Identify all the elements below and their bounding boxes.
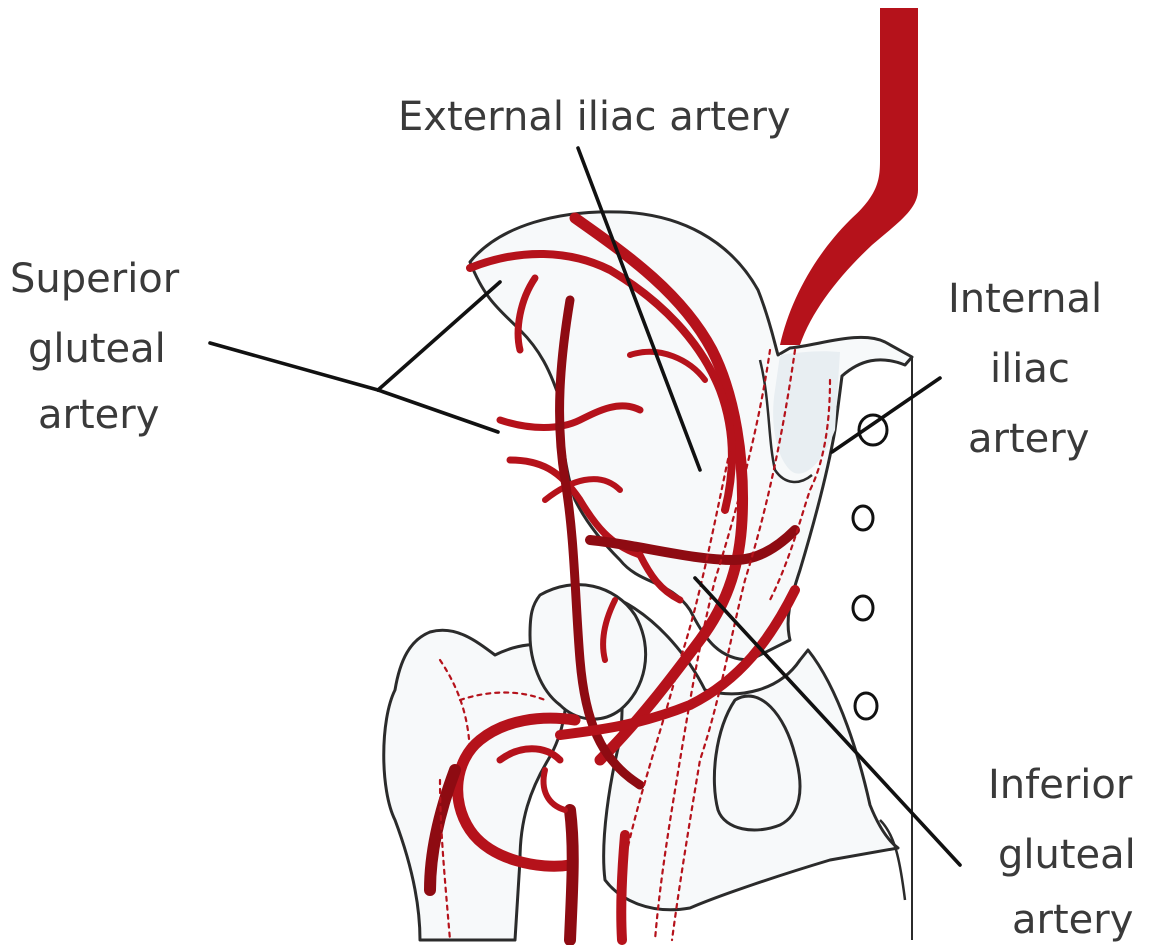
pelvis-bones: [384, 212, 912, 940]
sacral-foramen-3: [853, 596, 873, 620]
label-inferior-gluteal-line1: Inferior: [988, 762, 1133, 808]
sacral-foramina: [853, 415, 887, 719]
label-superior-gluteal-line2: gluteal: [28, 326, 166, 372]
pointer-superior-gluteal-lower: [378, 390, 498, 432]
label-inferior-gluteal-line3: artery: [1012, 897, 1133, 943]
label-inferior-gluteal-line2: gluteal: [998, 832, 1136, 878]
deep-femoral: [570, 810, 573, 940]
pointer-internal-iliac: [832, 378, 940, 452]
label-internal-iliac-line3: artery: [968, 416, 1089, 462]
pointer-superior-gluteal-stem: [210, 343, 378, 390]
label-internal-iliac-line2: iliac: [990, 346, 1070, 392]
label-external-iliac: External iliac artery: [398, 94, 791, 140]
pointer-superior-gluteal-upper: [378, 282, 500, 390]
label-superior-gluteal-line1: Superior: [10, 256, 180, 302]
femoral-small-branch-2: [544, 770, 565, 810]
sacral-foramen-2: [853, 506, 873, 530]
common-iliac-artery: [780, 8, 918, 345]
sacral-foramen-4: [855, 693, 877, 719]
label-internal-iliac-line1: Internal: [948, 276, 1102, 322]
label-superior-gluteal-line3: artery: [38, 392, 159, 438]
femoral-lower-branch: [621, 835, 625, 940]
